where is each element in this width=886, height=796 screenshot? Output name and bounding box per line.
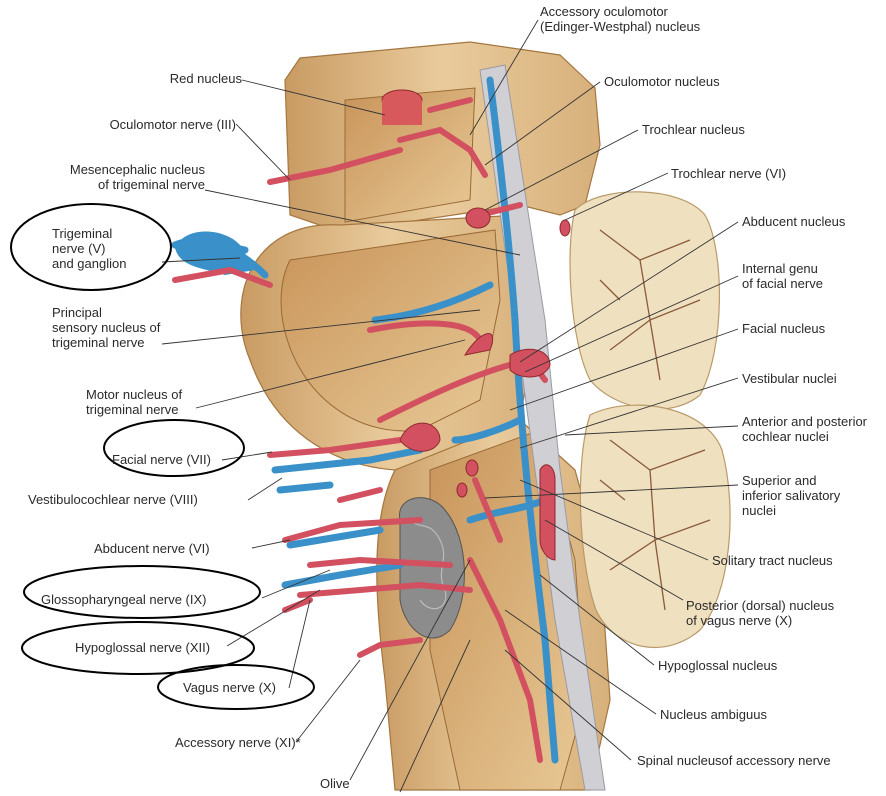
label-vagus-nerve: Vagus nerve (X) — [183, 680, 276, 695]
label-oculomotor-nucleus: Oculomotor nucleus — [604, 74, 720, 89]
label-principal-sensory-nucleus: Principal sensory nucleus of trigeminal … — [52, 305, 160, 350]
label-motor-nucleus-trigeminal: Motor nucleus of trigeminal nerve — [86, 387, 182, 417]
label-accessory-oculomotor-nucleus: Accessory oculomotor (Edinger-Westphal) … — [540, 4, 700, 34]
label-nucleus-ambiguus: Nucleus ambiguus — [660, 707, 767, 722]
label-salivatory-nuclei: Superior and inferior salivatory nuclei — [742, 473, 840, 518]
label-hypoglossal-nerve: Hypoglossal nerve (XII) — [75, 640, 210, 655]
label-olive: Olive — [320, 776, 350, 791]
label-abducent-nerve: Abducent nerve (VI) — [94, 541, 210, 556]
trigeminal-ganglion — [175, 232, 255, 276]
label-accessory-nerve: Accessory nerve (XI)* — [175, 735, 301, 750]
label-mesencephalic-nucleus: Mesencephalic nucleus of trigeminal nerv… — [50, 162, 205, 192]
label-facial-nerve: Facial nerve (VII) — [112, 452, 211, 467]
label-vestibulocochlear-nerve: Vestibulocochlear nerve (VIII) — [28, 492, 198, 507]
label-abducent-nucleus: Abducent nucleus — [742, 214, 845, 229]
trochlear-nucleus-shape — [466, 208, 490, 228]
label-solitary-tract-nucleus: Solitary tract nucleus — [712, 553, 833, 568]
label-trochlear-nucleus: Trochlear nucleus — [642, 122, 745, 137]
label-posterior-vagus-nucleus: Posterior (dorsal) nucleus of vagus nerv… — [686, 598, 834, 628]
label-facial-nucleus: Facial nucleus — [742, 321, 825, 336]
label-red-nucleus: Red nucleus — [120, 71, 242, 86]
label-internal-genu: Internal genu of facial nerve — [742, 261, 823, 291]
label-trochlear-nerve: Trochlear nerve (VI) — [671, 166, 786, 181]
label-oculomotor-nerve: Oculomotor nerve (III) — [60, 117, 236, 132]
label-spinal-nucleus-accessory: Spinal nucleusof accessory nerve — [637, 753, 831, 768]
label-glossopharyngeal-nerve: Glossopharyngeal nerve (IX) — [41, 592, 206, 607]
circle-facial — [104, 420, 244, 476]
label-hypoglossal-nucleus: Hypoglossal nucleus — [658, 658, 777, 673]
label-vestibular-nuclei: Vestibular nuclei — [742, 371, 837, 386]
label-trigeminal-nerve: Trigeminal nerve (V) and ganglion — [52, 226, 126, 271]
label-cochlear-nuclei: Anterior and posterior cochlear nuclei — [742, 414, 867, 444]
